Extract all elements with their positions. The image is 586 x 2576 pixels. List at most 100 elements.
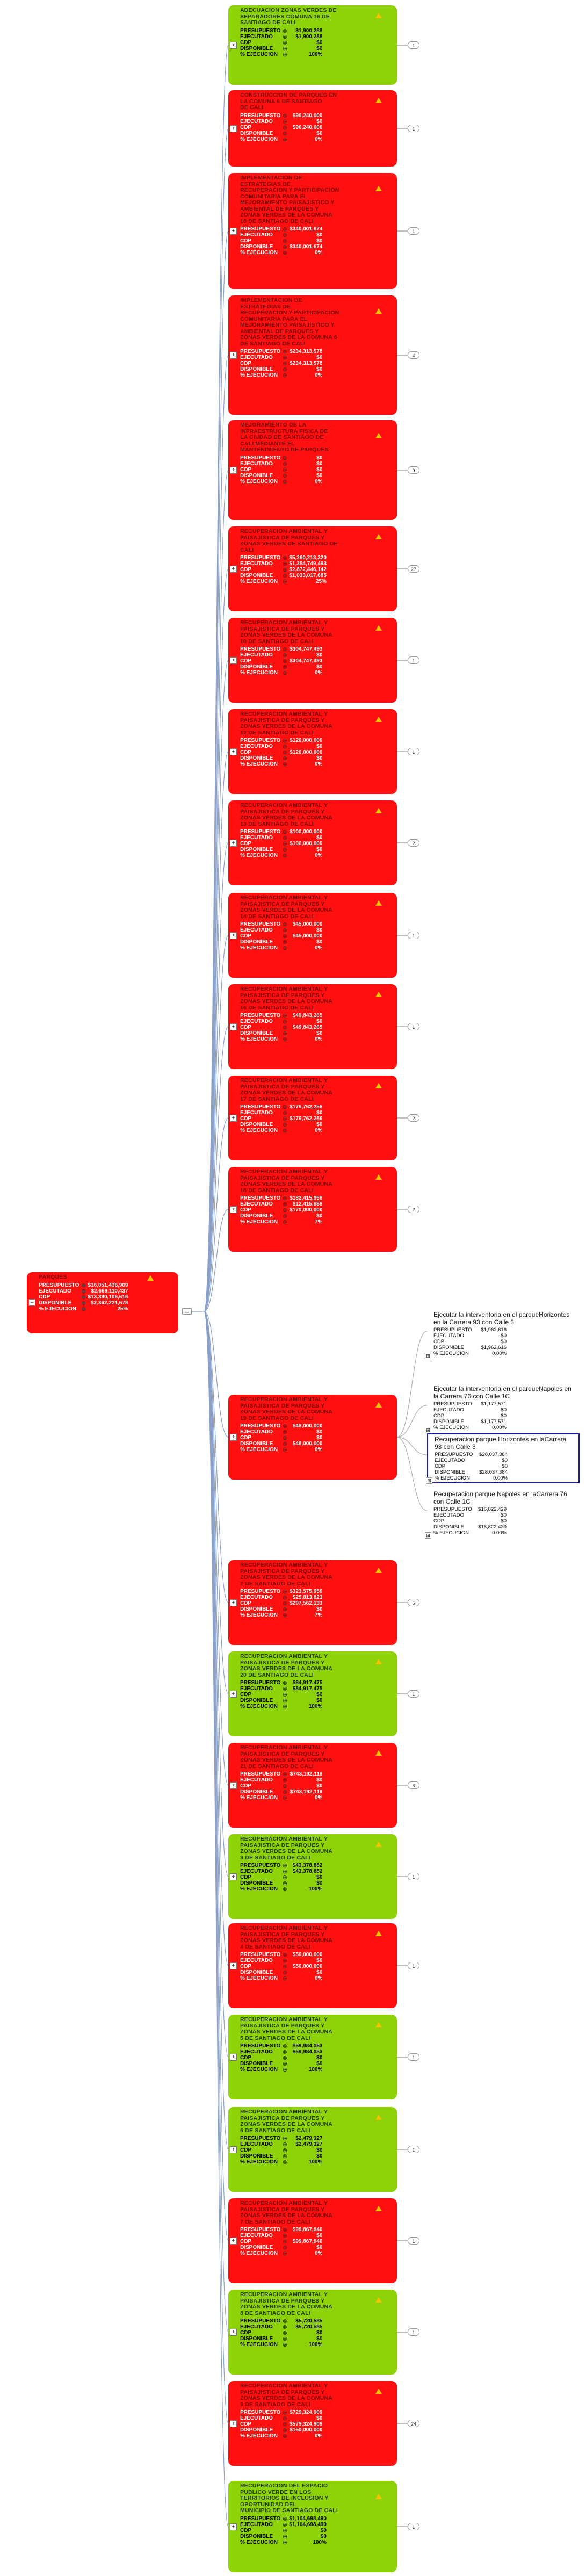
expand-toggle-icon[interactable]: + [230,1962,237,1969]
budget-label: PRESUPUESTO [240,1771,281,1777]
expand-toggle-icon[interactable]: + [230,2238,237,2245]
child-count-badge[interactable]: 1 [408,748,419,755]
budget-value: $49,843,265 [292,1013,323,1019]
expand-toggle-icon[interactable]: ⊞ [425,1353,431,1359]
expand-toggle-icon[interactable]: + [230,2146,237,2153]
child-count-badge[interactable]: 1 [408,1690,419,1698]
child-count-badge[interactable]: 2 [408,1206,419,1213]
expand-toggle-icon[interactable]: + [230,228,237,235]
link-icon: ◎ [283,1952,287,1957]
sub-activity-node[interactable]: ⊞Ejecutar la interventoria en el parqueH… [425,1310,580,1359]
expand-toggle-icon[interactable]: + [230,657,237,664]
budget-label: PRESUPUESTO [240,1423,281,1429]
expand-toggle-icon[interactable]: ⊞ [425,1427,431,1433]
child-count-badge[interactable]: 1 [408,2237,419,2245]
child-count-badge[interactable]: 5 [408,1599,419,1606]
child-count-badge[interactable]: 1 [408,2523,419,2530]
child-count-badge[interactable]: 24 [408,2420,419,2427]
child-count-badge[interactable]: 6 [408,1781,419,1789]
child-count-badge[interactable]: 1 [408,1873,419,1880]
expand-toggle-icon[interactable]: ⊞ [425,1532,431,1539]
expand-toggle-icon[interactable]: + [230,748,237,755]
child-count-badge[interactable]: 1 [408,656,419,664]
expand-toggle-icon[interactable]: + [230,840,237,847]
expand-toggle-icon[interactable]: ⊞ [426,1477,432,1484]
child-count-badge[interactable]: 1 [408,932,419,939]
budget-label: DISPONIBLE [240,1122,273,1128]
expand-toggle-icon[interactable]: + [230,1023,237,1030]
child-count-badge[interactable]: 4 [408,351,419,359]
sub-activity-node[interactable]: ⊞Ejecutar la interventoria en el parqueN… [425,1384,580,1433]
expand-toggle-icon[interactable]: + [230,2523,237,2530]
child-count-badge[interactable]: 2 [408,1114,419,1122]
budget-row: CDP◎$50,000,000 [240,1964,322,1969]
child-count-badge[interactable]: 1 [408,41,419,49]
budget-label: % EJECUCION [240,250,278,256]
budget-label: % EJECUCION [240,1975,278,1981]
expand-toggle-icon[interactable]: + [230,2329,237,2336]
expand-toggle-icon[interactable]: + [230,125,237,132]
expand-toggle-icon[interactable]: + [230,1434,237,1441]
child-count-badge[interactable]: 2 [408,839,419,847]
budget-value: 0% [314,478,323,485]
sub-activity-node[interactable]: ⊞Recuperacion parque Horizontes en laCar… [426,1433,580,1484]
budget-row: DISPONIBLE◎$1,033,017,685 [240,573,327,579]
expand-toggle-icon[interactable]: + [230,566,237,573]
expand-toggle-icon[interactable]: + [230,932,237,939]
expand-toggle-icon[interactable]: + [230,467,237,474]
child-count-badge[interactable]: 27 [408,565,419,573]
child-count-badge[interactable]: 1 [408,1023,419,1030]
expand-toggle-icon[interactable]: + [230,1873,237,1880]
child-count-badge[interactable]: 1 [408,227,419,235]
expand-toggle-icon[interactable]: + [230,42,237,49]
child-count-badge[interactable]: 1 [408,2053,419,2061]
expand-toggle-icon[interactable]: + [230,352,237,359]
child-count-badge[interactable]: 1 [408,2328,419,2336]
expand-toggle-icon[interactable]: + [230,2420,237,2427]
expand-toggle-icon[interactable]: + [230,1206,237,1213]
expand-toggle-icon[interactable]: + [230,1691,237,1698]
expand-toggle-icon[interactable]: + [230,1599,237,1606]
project-title-line: RECUPERACION AMBIENTAL Y [240,802,328,809]
link-icon: ◎ [283,755,287,761]
expand-toggle-icon[interactable]: + [230,1782,237,1789]
root-node-parques[interactable]: – PARQUES PRESUPUESTO◎$16,051,436,909 EJ… [27,1272,178,1333]
child-count-badge[interactable]: 1 [408,125,419,132]
project-title-line: SEPARADORES COMUNA 16 DE [240,13,330,20]
child-count-badge[interactable]: 9 [408,466,419,474]
root-children-toggle-icon[interactable]: ▭ [182,1308,192,1315]
child-count-badge[interactable]: 1 [408,2146,419,2153]
expand-toggle-icon[interactable]: + [230,2054,237,2061]
expand-toggle-icon[interactable]: + [230,1115,237,1122]
child-count-badge[interactable]: 1 [408,1962,419,1969]
sub-activity-node[interactable]: ⊞Recuperacion parque Napoles en laCarrer… [425,1489,580,1539]
collapse-toggle-icon[interactable]: – [28,1299,35,1306]
